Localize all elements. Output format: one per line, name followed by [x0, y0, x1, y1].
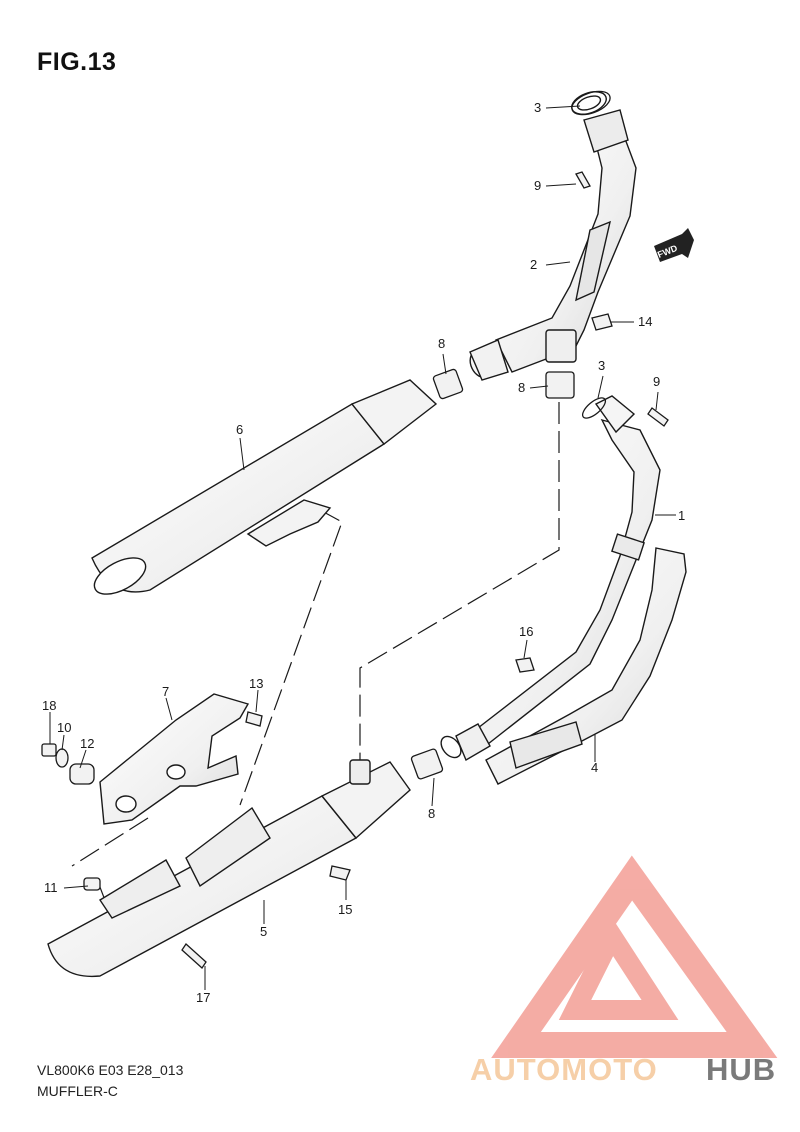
callout-8-top: 8 — [438, 336, 445, 351]
watermark-triangle-inner — [558, 915, 679, 1020]
part-10-washer — [55, 748, 69, 768]
part-14-bolt — [591, 313, 613, 331]
part-4-heat-shield — [485, 547, 687, 785]
part-3-gasket-a — [571, 90, 611, 116]
callout-1: 1 — [678, 508, 685, 523]
part-11-collar — [83, 877, 101, 891]
part-16-nut — [515, 657, 535, 673]
part-8-collar-b — [545, 371, 575, 399]
part-9-bolt-a — [575, 171, 591, 189]
callout-12: 12 — [80, 736, 94, 751]
dash-line-7-to-5 — [71, 817, 149, 867]
hardware-parts — [41, 90, 669, 969]
leader-lines — [49, 105, 676, 990]
part-8-collar-a — [432, 368, 464, 400]
part-3-gasket-b — [581, 397, 607, 419]
part-7-muffler-bracket — [99, 693, 250, 825]
part-8-collar-c — [410, 748, 444, 780]
part-5-rear-muffler — [47, 759, 411, 978]
callout-13: 13 — [249, 676, 263, 691]
callout-17: 17 — [196, 990, 210, 1005]
callout-5: 5 — [260, 924, 267, 939]
callout-14: 14 — [638, 314, 652, 329]
part-6-front-muffler — [91, 379, 438, 595]
watermark-text-part2: HUB — [706, 1052, 776, 1087]
callout-3-top: 3 — [534, 100, 541, 115]
callout-15: 15 — [338, 902, 352, 917]
dash-line-6-to-5 — [239, 509, 343, 806]
model-code: VL800K6 E03 E28_013 — [37, 1062, 184, 1078]
part-15-bolt — [329, 865, 351, 881]
watermark-triangle-outer — [491, 855, 778, 1058]
dash-line-8-to-5 — [359, 402, 560, 760]
callout-2: 2 — [530, 257, 537, 272]
part-13-bolt — [245, 711, 263, 727]
figure-title: FIG.13 — [37, 48, 117, 76]
part-18-nut — [41, 743, 57, 757]
callout-11: 11 — [44, 880, 58, 895]
callout-labels: 3 9 2 14 8 8 3 9 1 16 6 4 8 7 13 18 10 1… — [42, 100, 685, 1005]
watermark-text-part1: AUTOMOTO — [470, 1052, 658, 1087]
part-17-bolt — [181, 943, 207, 969]
callout-3-mid: 3 — [598, 358, 605, 373]
fwd-direction-arrow: FWD — [654, 228, 694, 262]
callout-8-mid: 8 — [518, 380, 525, 395]
callout-9-mid: 9 — [653, 374, 660, 389]
callout-8-bottom: 8 — [428, 806, 435, 821]
part-9-bolt-b — [647, 407, 669, 427]
part-12-cushion — [69, 763, 95, 785]
callout-16: 16 — [519, 624, 533, 639]
section-name: MUFFLER-C — [37, 1083, 118, 1099]
part-2-exhaust-pipe-upper — [469, 91, 637, 381]
callout-4: 4 — [591, 760, 598, 775]
part-1-exhaust-pipe-rear — [440, 395, 661, 762]
watermark-logo — [491, 855, 778, 1058]
callout-6: 6 — [236, 422, 243, 437]
callout-10: 10 — [57, 720, 71, 735]
callout-18: 18 — [42, 698, 56, 713]
callout-7: 7 — [162, 684, 169, 699]
callout-9-top: 9 — [534, 178, 541, 193]
